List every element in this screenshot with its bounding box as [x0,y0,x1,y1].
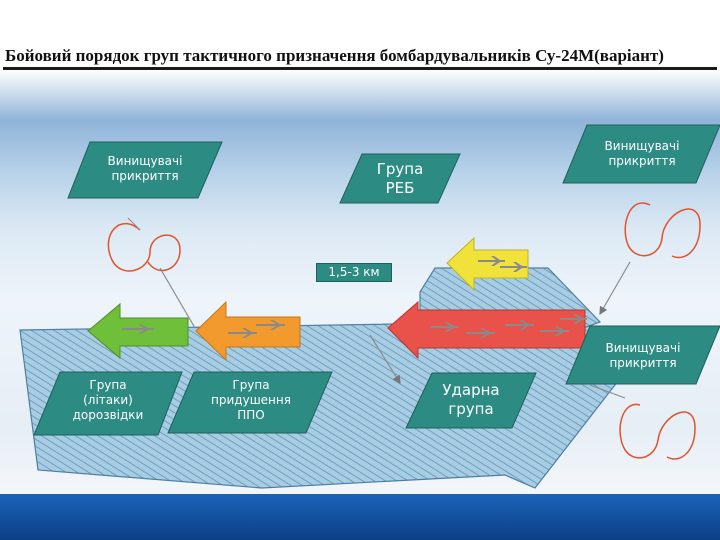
slide-title: Бойовий порядок груп тактичного призначе… [3,44,717,70]
fighter-orbit-top-right [624,202,701,259]
fighter-orbit-left [107,217,181,272]
panel-recon-group [33,371,183,436]
ew-group-arrow [446,236,529,292]
panel-ew-group [339,153,461,204]
panel-strike-group [405,372,537,429]
distance-label: 1,5-3 км [316,263,392,282]
recon-group-arrow [87,302,189,360]
panel-fighters-mid-right [565,325,720,385]
connector-lines [159,261,631,399]
panel-fighters-left [67,141,223,199]
panel-fighters-top-right [562,124,720,184]
panel-sead-group [167,371,333,434]
aircraft-icons [122,256,587,338]
bottom-bar [0,494,720,540]
fighter-orbit-bottom-right [619,403,696,460]
